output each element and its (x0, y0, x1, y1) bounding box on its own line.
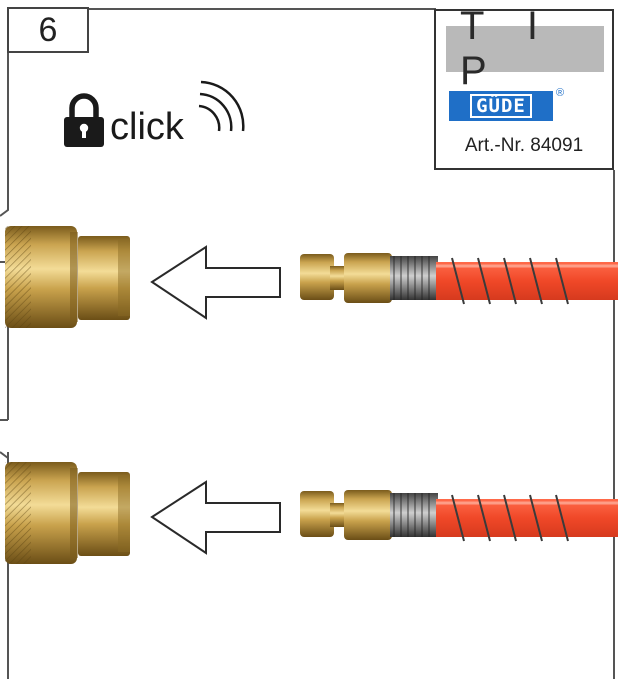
male-plug (300, 253, 438, 303)
female-coupling (5, 462, 130, 564)
step-number-box: 6 (7, 7, 89, 53)
insert-left-arrow (150, 480, 281, 555)
tip-title: T I P (446, 4, 604, 93)
lower-connection (5, 462, 618, 564)
sound-waves-icon (198, 80, 245, 132)
air-hose (436, 494, 618, 542)
frame-outline (0, 8, 615, 679)
female-coupling (5, 226, 130, 328)
brand-logo: GÜDE (449, 91, 553, 121)
tip-panel: T I P GÜDE ® Art.-Nr. 84091 (434, 4, 614, 170)
insert-left-arrow (150, 245, 281, 320)
padlock-icon (64, 93, 104, 147)
brand-logo-text: GÜDE (470, 94, 532, 118)
male-plug (300, 490, 438, 540)
air-hose (436, 257, 618, 305)
click-label: click (110, 106, 184, 148)
registered-mark: ® (556, 87, 565, 99)
upper-connection (5, 226, 618, 328)
step-number: 6 (38, 10, 58, 49)
article-number: Art.-Nr. 84091 (464, 135, 584, 156)
